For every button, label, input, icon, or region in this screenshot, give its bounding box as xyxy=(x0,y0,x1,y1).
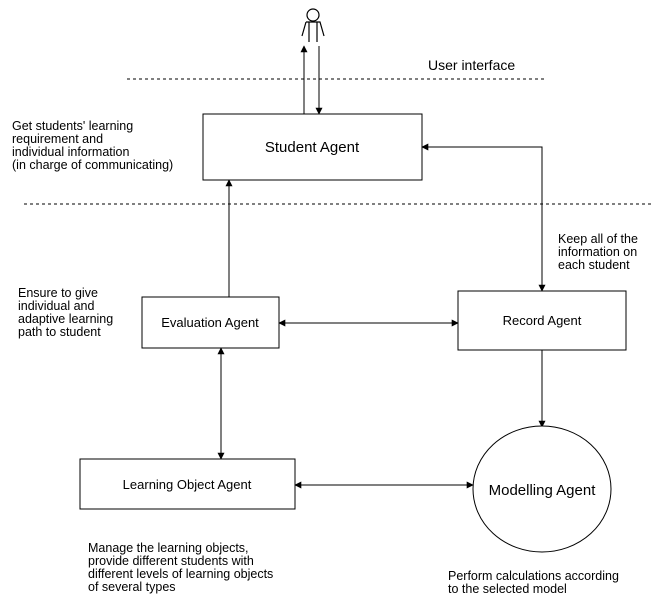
user-interface-label: User interface xyxy=(428,57,516,73)
record-agent-box xyxy=(457,290,627,351)
evaluation-agent-note: Ensure to give individual and adaptive l… xyxy=(18,286,114,339)
modelling-agent-note: Perform calculations according to the se… xyxy=(448,569,619,596)
student-agent-note: Get students' learning requirement and i… xyxy=(12,119,174,172)
student-agent-box xyxy=(202,113,423,181)
evaluation-agent-box xyxy=(141,296,280,349)
record-agent-label: Record Agent xyxy=(503,313,582,328)
arrow-student-record xyxy=(421,143,546,292)
modelling-agent-label: Modelling Agent xyxy=(489,482,597,499)
learning-object-agent-label: Learning Object Agent xyxy=(123,477,252,492)
learning-object-agent-note: Manage the learning objects, provide dif… xyxy=(88,541,274,594)
record-agent-note: Keep all of the information on each stud… xyxy=(558,232,638,272)
user-stick-figure-icon xyxy=(301,8,325,42)
evaluation-agent-label: Evaluation Agent xyxy=(161,315,259,330)
learning-object-agent-box xyxy=(79,458,296,510)
student-agent-label: Student Agent xyxy=(265,139,360,156)
modelling-agent-ellipse xyxy=(472,425,612,553)
